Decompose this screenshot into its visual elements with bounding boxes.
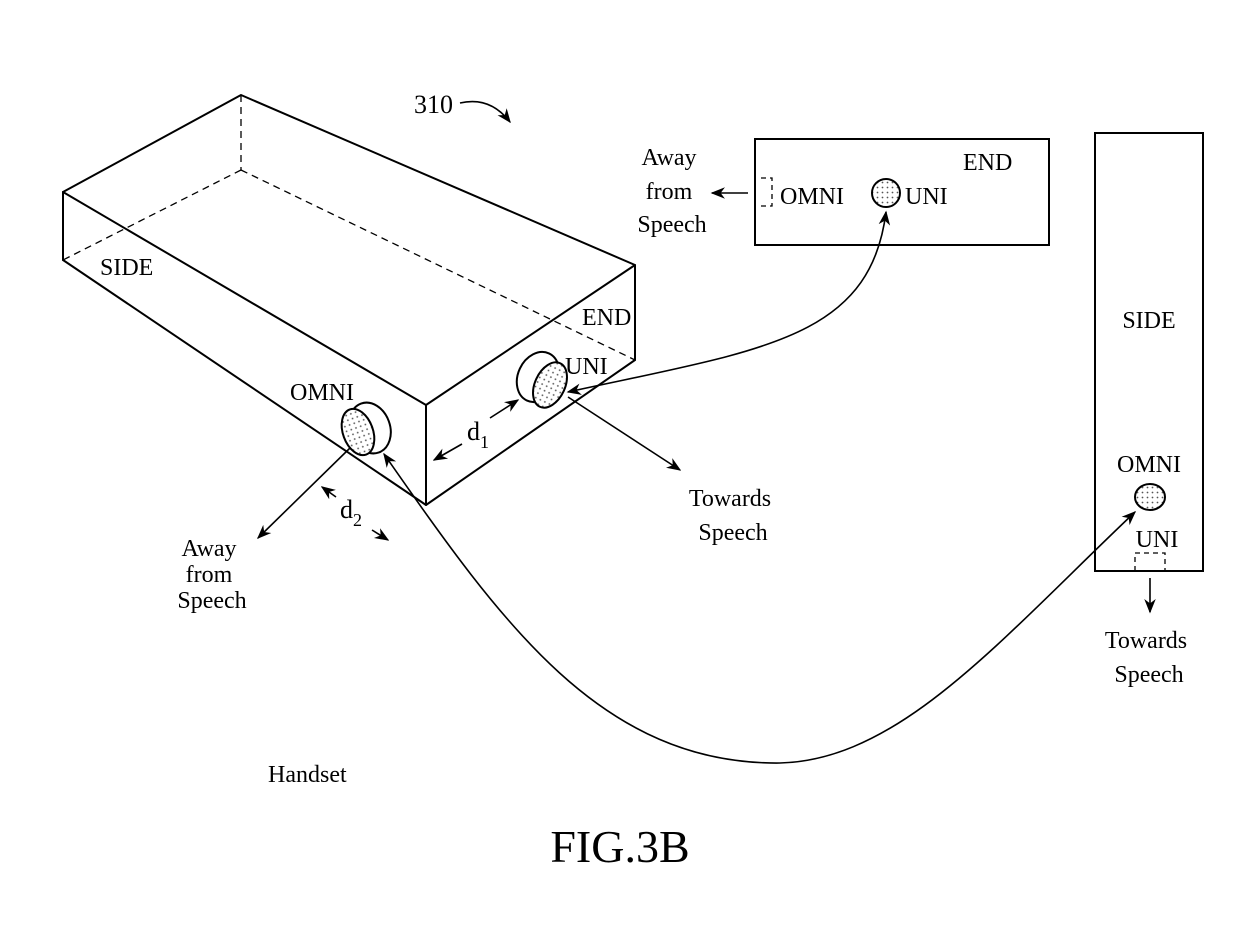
omni-correspondence-curve [383, 452, 1137, 764]
side-view-frame [1094, 132, 1204, 572]
d2-arrow-right [371, 528, 390, 541]
d1-arrow-right [489, 399, 520, 419]
end-view-frame [754, 138, 1050, 246]
end-view-end-label: END [963, 150, 1012, 176]
top-back-edges [62, 94, 636, 266]
end-view: END OMNI UNI Away from Speech [637, 138, 1050, 246]
side-view-uni-label: UNI [1136, 527, 1179, 553]
hidden-edge [62, 169, 242, 261]
uni-microphone-icon [515, 350, 568, 409]
figure-caption: FIG.3B [550, 821, 689, 872]
side-view-side-label: SIDE [1122, 308, 1175, 334]
side-view-omni-mic-icon [1134, 483, 1166, 511]
end-view-omni-label: OMNI [780, 184, 844, 210]
end-view-away-label: Away from Speech [637, 145, 706, 238]
side-view-towards-label: Towards Speech [1105, 628, 1193, 688]
side-view-uni-hidden-mic-icon [1134, 552, 1166, 571]
away-from-speech-arrow [256, 447, 351, 540]
end-view-omni-hidden-mic-icon [761, 177, 773, 207]
d1-label: d1 [467, 417, 489, 452]
uni-label: UNI [565, 354, 608, 380]
towards-speech-label: Towards Speech [689, 486, 777, 546]
side-view-omni-label: OMNI [1117, 452, 1181, 478]
side-label: SIDE [100, 255, 153, 281]
towards-speech-arrow [567, 396, 682, 471]
omni-label: OMNI [290, 380, 354, 406]
away-from-speech-label: Away from Speech [177, 536, 246, 614]
handset-isometric-view: SIDE END OMNI UNI d1 d2 Away from Speech [62, 94, 777, 614]
device-label: Handset [268, 762, 347, 788]
reference-numeral: 310 [414, 90, 453, 119]
omni-microphone-icon [340, 401, 392, 457]
side-view: SIDE OMNI UNI Towards Speech [1094, 132, 1204, 688]
reference-arrow [459, 100, 511, 124]
uni-correspondence-curve [566, 210, 891, 395]
d1-arrow-left [432, 443, 463, 461]
d2-arrow-left [320, 486, 337, 500]
end-view-uni-label: UNI [905, 184, 948, 210]
d2-label: d2 [340, 495, 362, 530]
end-label: END [582, 305, 631, 331]
end-view-uni-mic-icon [871, 178, 901, 208]
